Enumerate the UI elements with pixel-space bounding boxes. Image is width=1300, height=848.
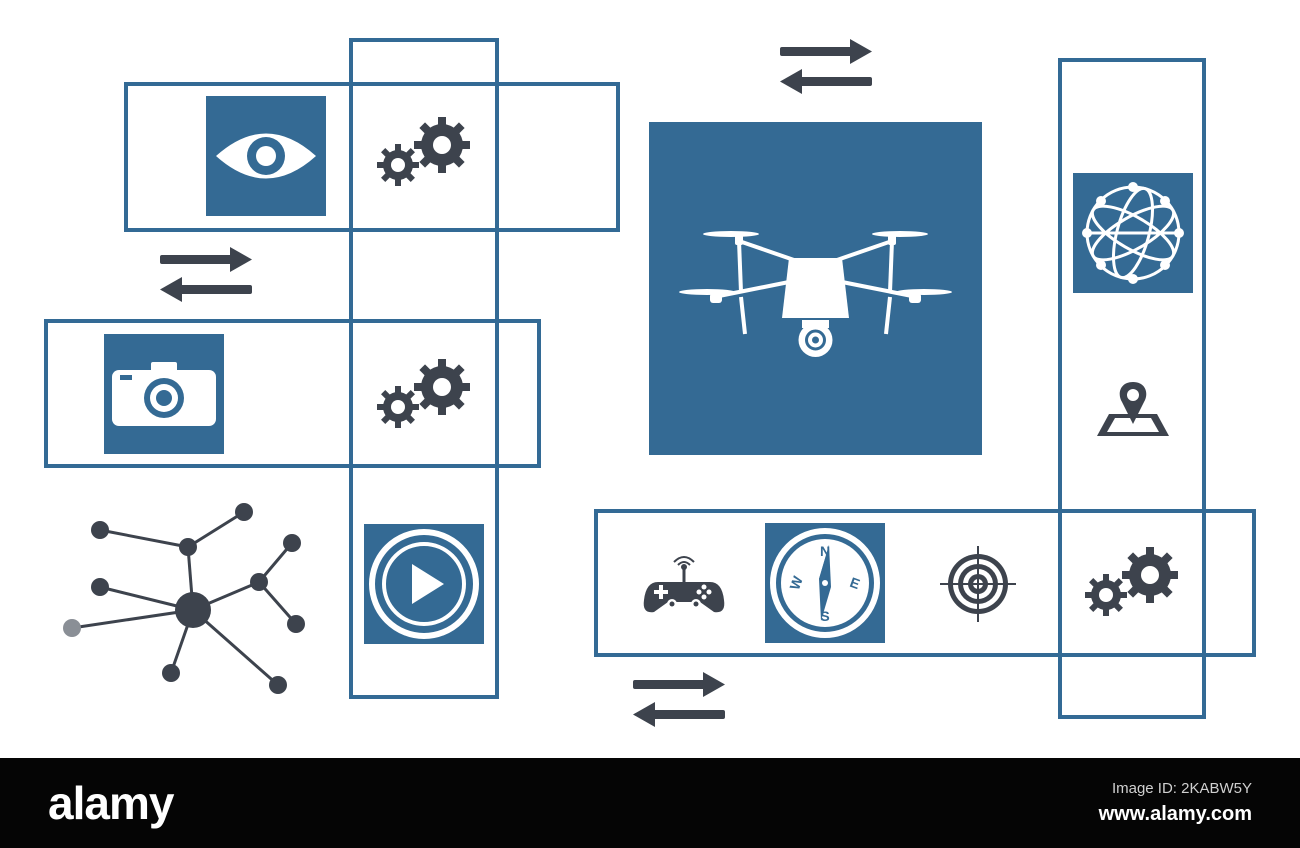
camera-icon — [112, 362, 216, 426]
frame-right-column — [1058, 58, 1206, 719]
frame-middle-row — [44, 319, 541, 468]
target-icon — [940, 546, 1016, 622]
eye-icon — [216, 133, 316, 179]
compass-icon: N E S W — [770, 528, 880, 638]
footer-info: Image ID: 2KABW5Y www.alamy.com — [1099, 780, 1252, 826]
frame-bottom-row — [594, 509, 1256, 657]
compass-letter-s: S — [820, 608, 829, 624]
camera-tile — [104, 334, 224, 454]
network-icon — [60, 500, 310, 695]
eye-tile — [206, 96, 326, 216]
drone-icon — [679, 231, 952, 357]
gears-icon — [1082, 544, 1182, 620]
frame-vertical-column — [349, 38, 499, 699]
diagram-canvas: N E S W — [44, 37, 1256, 728]
globe-tile — [1073, 173, 1193, 293]
gears-icon — [374, 114, 474, 190]
compass-letter-n: N — [820, 543, 830, 559]
map-pin-icon — [1095, 380, 1171, 438]
gears-icon — [374, 356, 474, 432]
play-tile — [364, 524, 484, 644]
exchange-arrows-icon — [631, 670, 727, 728]
globe-network-icon — [1082, 182, 1184, 284]
footer-bar: alamy Image ID: 2KABW5Y www.alamy.com — [0, 758, 1300, 848]
brand-logo: alamy — [48, 777, 174, 829]
exchange-arrows-icon — [778, 37, 874, 95]
gamepad-icon — [642, 552, 726, 616]
site-url: www.alamy.com — [1098, 803, 1252, 825]
frame-top-row — [124, 82, 620, 232]
drone-tile — [649, 122, 982, 455]
image-id: Image ID: 2KABW5Y — [1111, 780, 1252, 797]
exchange-arrows-icon — [158, 245, 254, 303]
compass-tile: N E S W — [765, 523, 885, 643]
play-icon — [369, 529, 479, 639]
compass-letter-w: W — [786, 573, 806, 592]
